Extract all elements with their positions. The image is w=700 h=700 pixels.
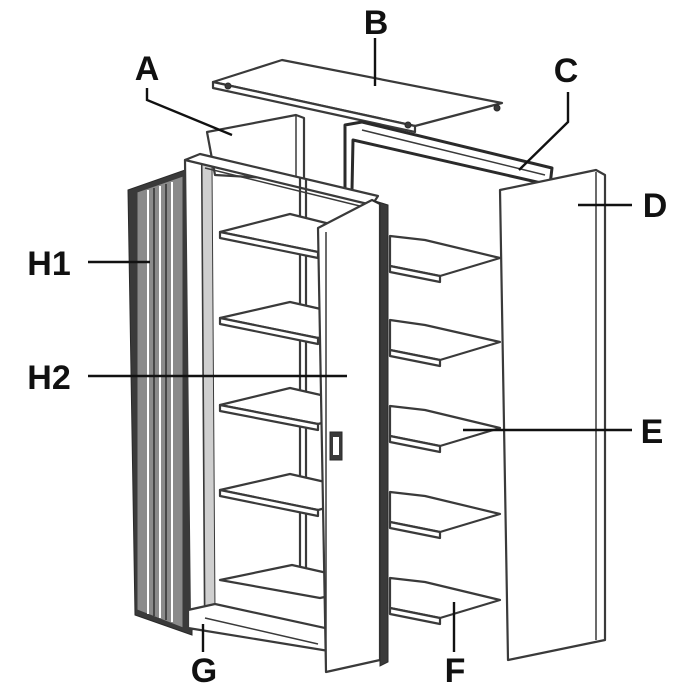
leader-c: [518, 92, 570, 171]
leader-a: [145, 88, 233, 137]
back-frame-c: [343, 120, 554, 194]
label-c: C: [554, 52, 579, 90]
label-a: A: [135, 50, 160, 88]
label-g: G: [191, 652, 217, 690]
left-door-h1: [127, 169, 193, 636]
label-e: E: [641, 413, 664, 451]
middle-door-h2: [316, 198, 389, 674]
leader-lines: [88, 38, 632, 652]
top-panel-b: [211, 58, 504, 134]
part-labels: A B C D E F G H1 H2: [27, 4, 667, 690]
label-d: D: [643, 187, 668, 225]
right-shelves-e: [388, 234, 502, 626]
label-h2: H2: [27, 359, 70, 397]
label-f: F: [445, 652, 466, 690]
label-h1: H1: [27, 245, 70, 283]
label-b: B: [364, 4, 389, 42]
right-side-panel-d: [498, 168, 607, 662]
